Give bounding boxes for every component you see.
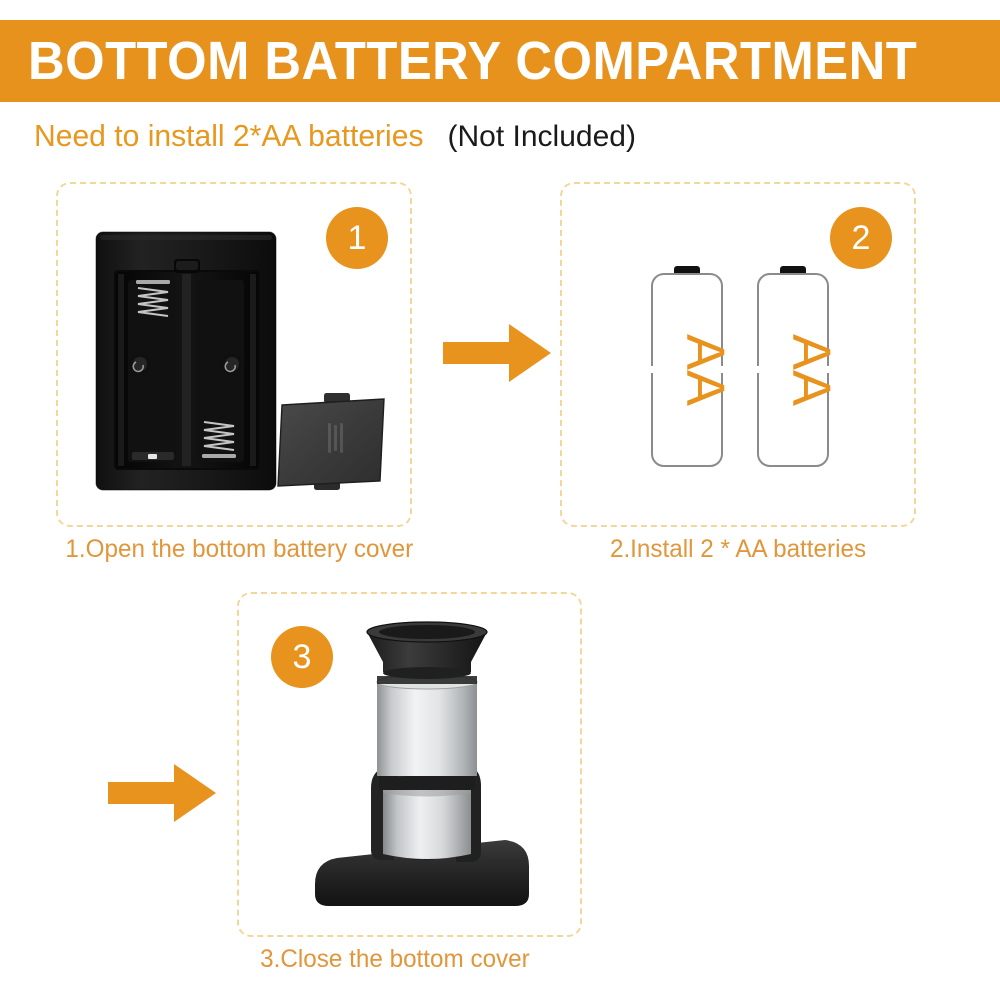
step-badge-1: 1 [326,207,388,269]
step-panel-1: 1 [56,182,412,527]
page-title: BOTTOM BATTERY COMPARTMENT [28,31,918,91]
step-caption-2: 2.Install 2 * AA batteries [609,535,867,563]
aa-battery-left: AA [650,266,735,467]
battery-cover-plate-illustration [277,393,385,490]
assembled-product-illustration [315,621,529,906]
step-panel-2: AA AA 2 [560,182,916,527]
step-badge-1-number: 1 [347,219,367,257]
svg-text:AA: AA [675,334,735,406]
subtitle-note-text: (Not Included) [447,120,636,153]
step-badge-3: 3 [271,626,333,688]
battery-compartment-illustration [95,231,277,491]
aa-batteries-illustration: AA AA [650,266,836,467]
subtitle-row: Need to install 2*AA batteries (Not Incl… [28,118,636,154]
arrow-step2-to-step3-icon [108,764,216,822]
step-caption-1: 1.Open the bottom battery cover [65,535,414,563]
subtitle-main-text: Need to install 2*AA batteries [34,118,424,153]
step-panel-3: 3 [237,592,582,937]
arrow-step1-to-step2-icon [443,324,551,382]
aa-battery-right: AA [756,266,836,467]
svg-text:AA: AA [781,334,836,406]
step-badge-2-number: 2 [851,219,871,257]
header-banner: BOTTOM BATTERY COMPARTMENT [0,20,1000,102]
step-badge-2: 2 [830,207,892,269]
step-badge-3-number: 3 [292,638,312,676]
step-caption-3: 3.Close the bottom cover [260,945,530,973]
